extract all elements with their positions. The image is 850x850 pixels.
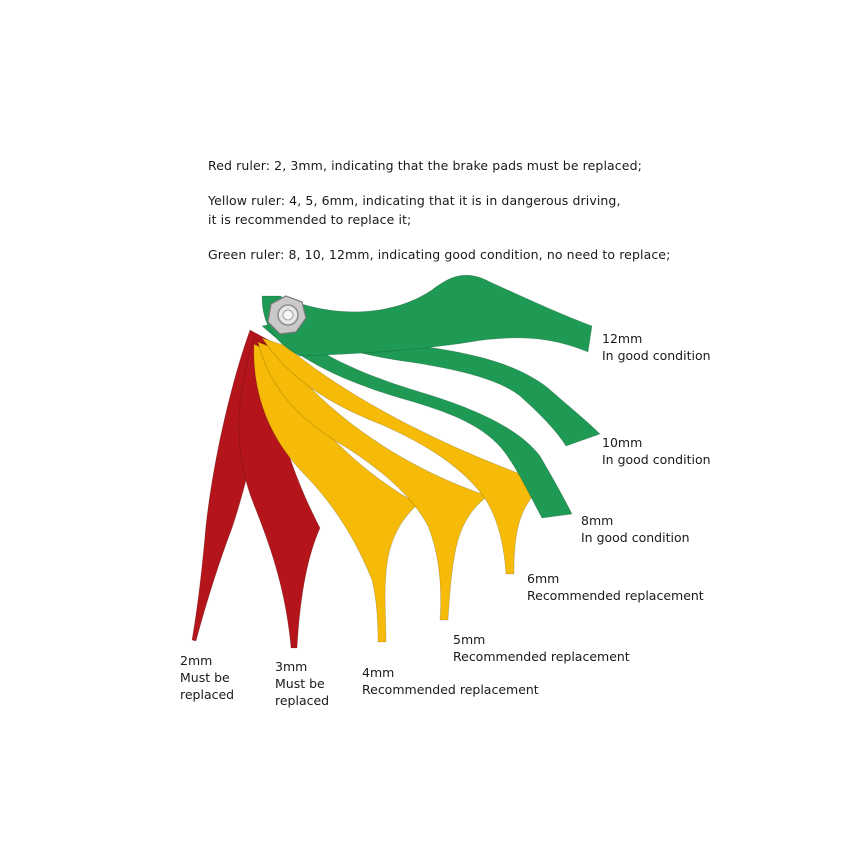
label-5mm-size: 5mm: [453, 632, 486, 647]
label-3mm: 3mm Must be replaced: [275, 658, 329, 709]
label-6mm-status: Recommended replacement: [527, 588, 704, 603]
ruler-blade-8mm: [261, 321, 573, 519]
label-8mm: 8mm In good condition: [581, 512, 690, 546]
label-4mm: 4mm Recommended replacement: [362, 664, 539, 698]
legend-text: Red ruler: 2, 3mm, indicating that the b…: [208, 156, 808, 264]
label-8mm-size: 8mm: [581, 513, 614, 528]
label-6mm: 6mm Recommended replacement: [527, 570, 704, 604]
label-10mm-status: In good condition: [602, 452, 711, 467]
pivot-bolt-center: [282, 309, 294, 321]
label-2mm-size: 2mm: [180, 653, 213, 668]
ruler-blade-4mm: [253, 343, 419, 643]
label-2mm-status-line-1: Must be: [180, 670, 230, 685]
label-10mm: 10mm In good condition: [602, 434, 711, 468]
pivot-bolt: [267, 295, 307, 335]
yellow-ruler-note-line-2: it is recommended to replace it;: [208, 212, 412, 227]
label-12mm-size: 12mm: [602, 331, 643, 346]
label-2mm-status-line-2: replaced: [180, 687, 235, 702]
yellow-ruler-note-line-1: Yellow ruler: 4, 5, 6mm, indicating that…: [208, 193, 621, 208]
yellow-ruler-note: Yellow ruler: 4, 5, 6mm, indicating that…: [208, 191, 808, 229]
label-12mm-status: In good condition: [602, 348, 711, 363]
label-3mm-status-line-1: Must be: [275, 676, 325, 691]
label-3mm-status-line-2: replaced: [275, 693, 330, 708]
label-12mm: 12mm In good condition: [602, 330, 711, 364]
label-10mm-size: 10mm: [602, 435, 643, 450]
green-ruler-note: Green ruler: 8, 10, 12mm, indicating goo…: [208, 247, 671, 262]
ruler-blade-12mm: [261, 274, 593, 357]
label-4mm-size: 4mm: [362, 665, 395, 680]
label-8mm-status: In good condition: [581, 530, 690, 545]
label-5mm: 5mm Recommended replacement: [453, 631, 630, 665]
ruler-blade-5mm: [257, 341, 489, 621]
ruler-blade-6mm: [261, 337, 550, 575]
label-2mm: 2mm Must be replaced: [180, 652, 234, 703]
label-5mm-status: Recommended replacement: [453, 649, 630, 664]
label-6mm-size: 6mm: [527, 571, 560, 586]
red-ruler-note: Red ruler: 2, 3mm, indicating that the b…: [208, 158, 642, 173]
label-3mm-size: 3mm: [275, 659, 308, 674]
label-4mm-status: Recommended replacement: [362, 682, 539, 697]
